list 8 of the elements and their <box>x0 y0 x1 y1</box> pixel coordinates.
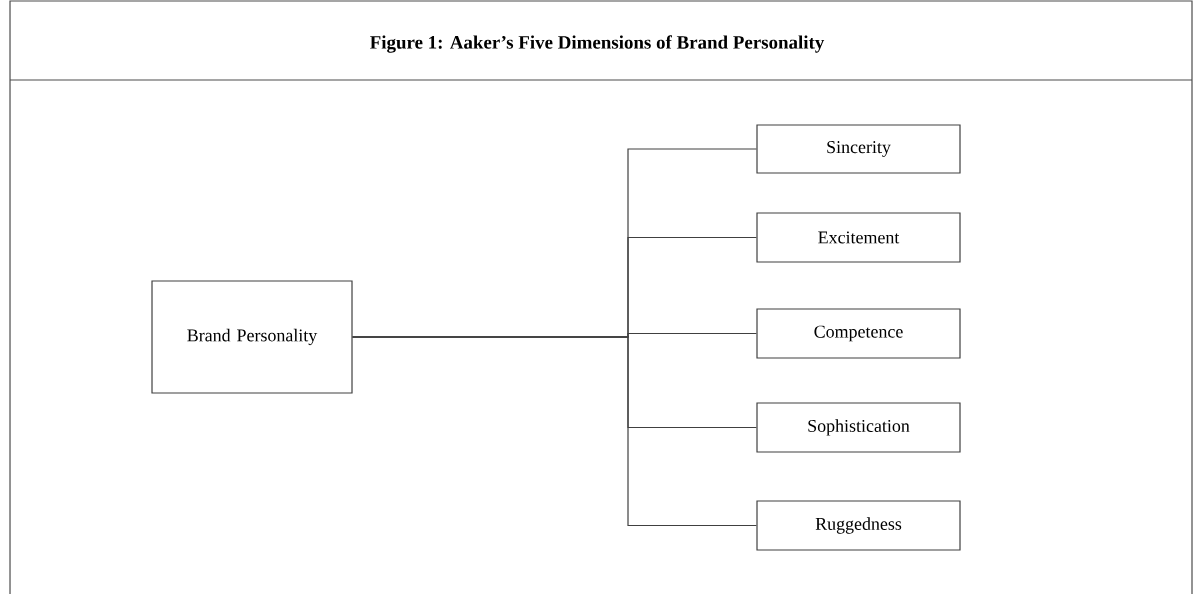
figure-title: Figure 1: Aaker’s Five Dimensions of Brand Personality <box>370 35 825 53</box>
connector-line <box>352 336 757 527</box>
dimension-box: Ruggedness <box>756 500 961 551</box>
dimension-box: Sophistication <box>756 402 961 453</box>
dimension-box: Competence <box>756 308 961 359</box>
dimension-box: Sincerity <box>756 124 961 174</box>
root-box: Brand Personality <box>151 280 353 394</box>
dimension-box: Excitement <box>756 212 961 263</box>
